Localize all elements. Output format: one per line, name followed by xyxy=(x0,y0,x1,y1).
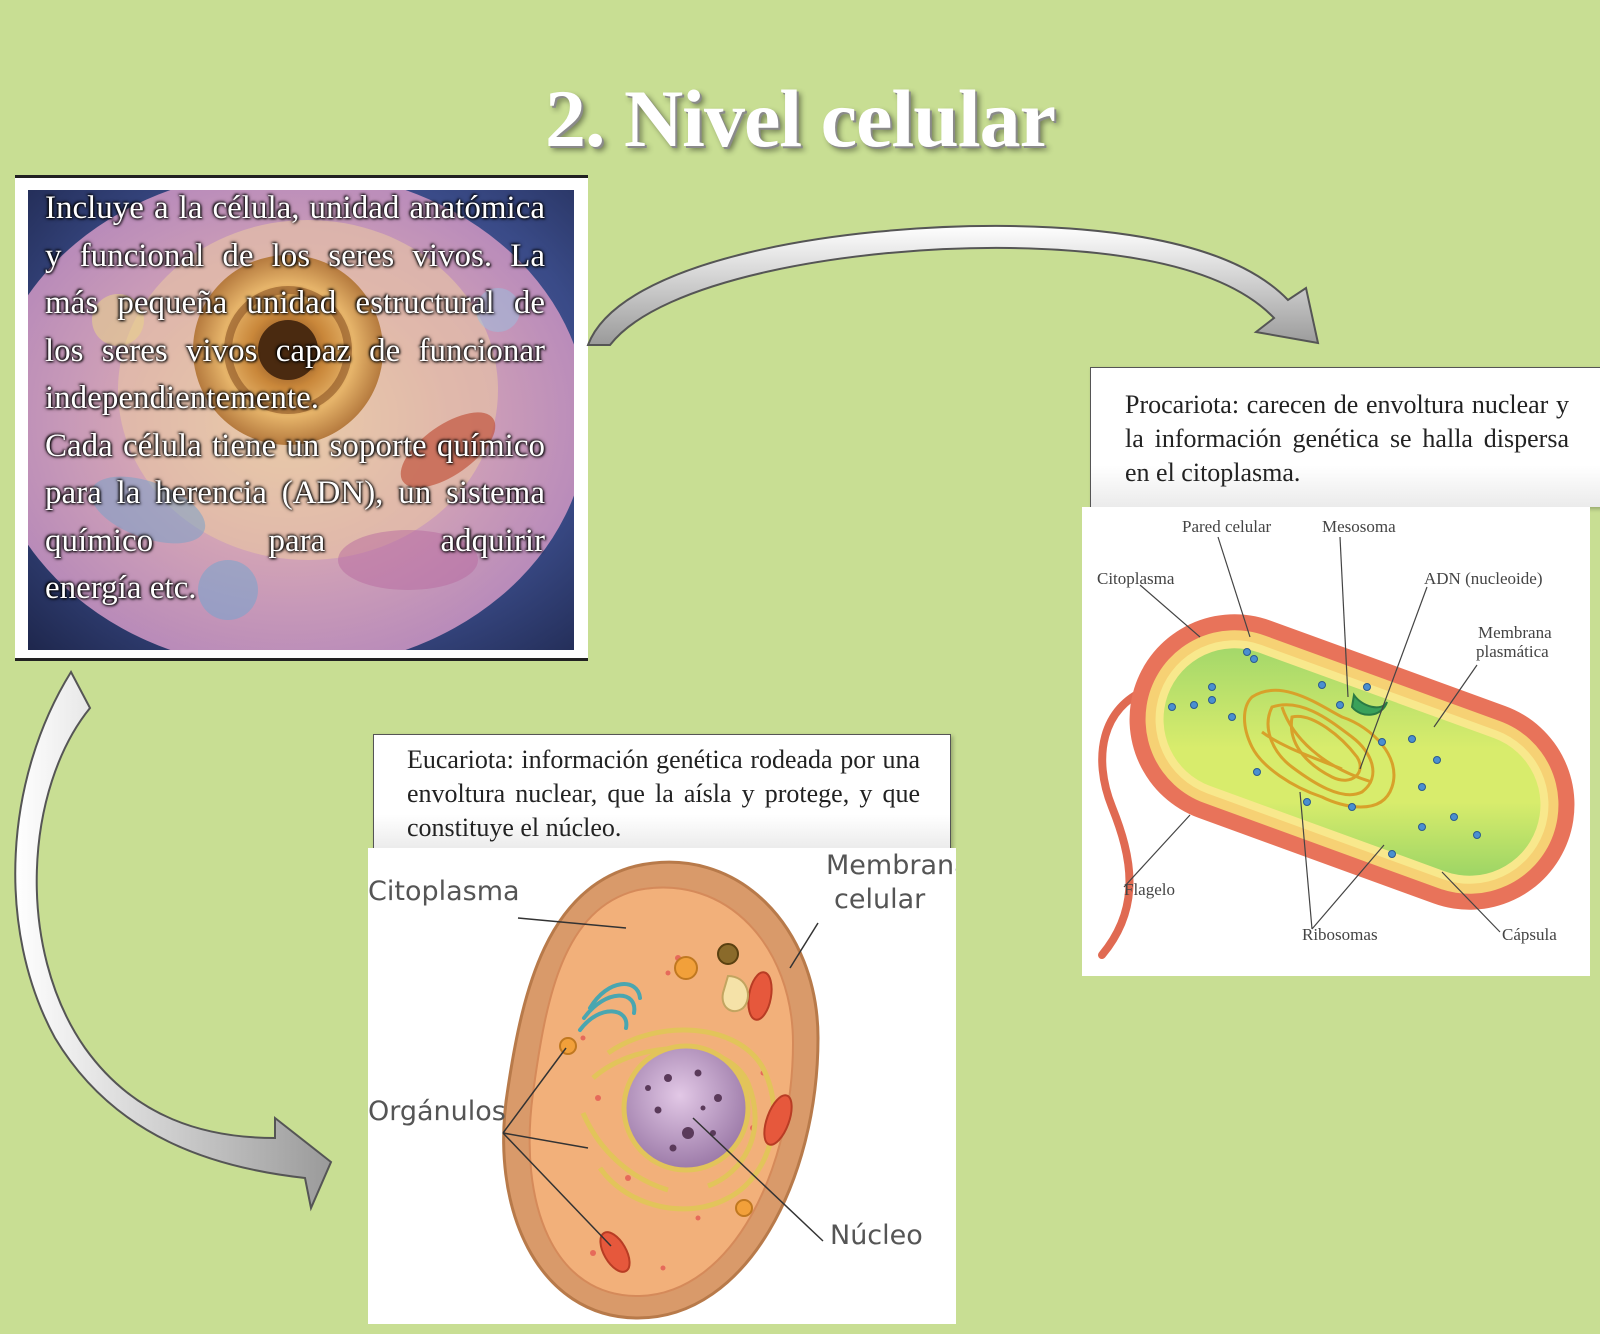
eucariota-caption: Eucariota: información genética rodeada … xyxy=(373,734,951,849)
procariota-text: Procariota: carecen de envoltura nuclear… xyxy=(1125,390,1569,487)
label-pared-celular: Pared celular xyxy=(1182,517,1272,536)
label-citoplasma: Citoplasma xyxy=(1097,569,1175,588)
intro-paragraph-1-end: independientemente. xyxy=(45,380,319,416)
label-mesosoma: Mesosoma xyxy=(1322,517,1396,536)
intro-text: Incluye a la célula, unidad anatómica y … xyxy=(45,185,545,613)
prokaryote-diagram: Pared celular Mesosoma Citoplasma ADN (n… xyxy=(1082,507,1590,976)
intro-card xyxy=(15,175,588,661)
label-membrana-1: Membrana xyxy=(1478,623,1552,642)
label-euk-nucleo: Núcleo xyxy=(830,1220,923,1251)
label-euk-organulos: Orgánulos xyxy=(368,1096,506,1127)
intro-paragraph-2: Cada célula tiene un soporte químico par… xyxy=(45,427,545,559)
label-euk-citoplasma: Citoplasma xyxy=(368,876,520,907)
eucariota-text: Eucariota: información genética rodeada … xyxy=(407,745,920,842)
intro-paragraph-1: Incluye a la célula, unidad anatómica y … xyxy=(45,190,545,369)
label-capsula: Cápsula xyxy=(1502,925,1557,944)
eukaryote-diagram: Citoplasma Membrana celular Orgánulos Nú… xyxy=(368,848,956,1324)
label-adn: ADN (nucleoide) xyxy=(1424,569,1543,588)
label-membrana-2: plasmática xyxy=(1476,642,1549,661)
intro-paragraph-2-end: energía etc. xyxy=(45,570,197,606)
page-title: 2. Nivel celular xyxy=(544,73,1056,164)
arrow-to-procariota xyxy=(586,224,1320,346)
label-euk-membrana-2: celular xyxy=(834,884,926,915)
arrow-to-eucariota xyxy=(14,669,333,1212)
procariota-caption: Procariota: carecen de envoltura nuclear… xyxy=(1090,367,1600,507)
label-euk-membrana-1: Membrana xyxy=(826,850,956,881)
label-flagelo: Flagelo xyxy=(1124,880,1175,899)
cell-background-image xyxy=(28,190,574,650)
label-ribosomas: Ribosomas xyxy=(1302,925,1378,944)
